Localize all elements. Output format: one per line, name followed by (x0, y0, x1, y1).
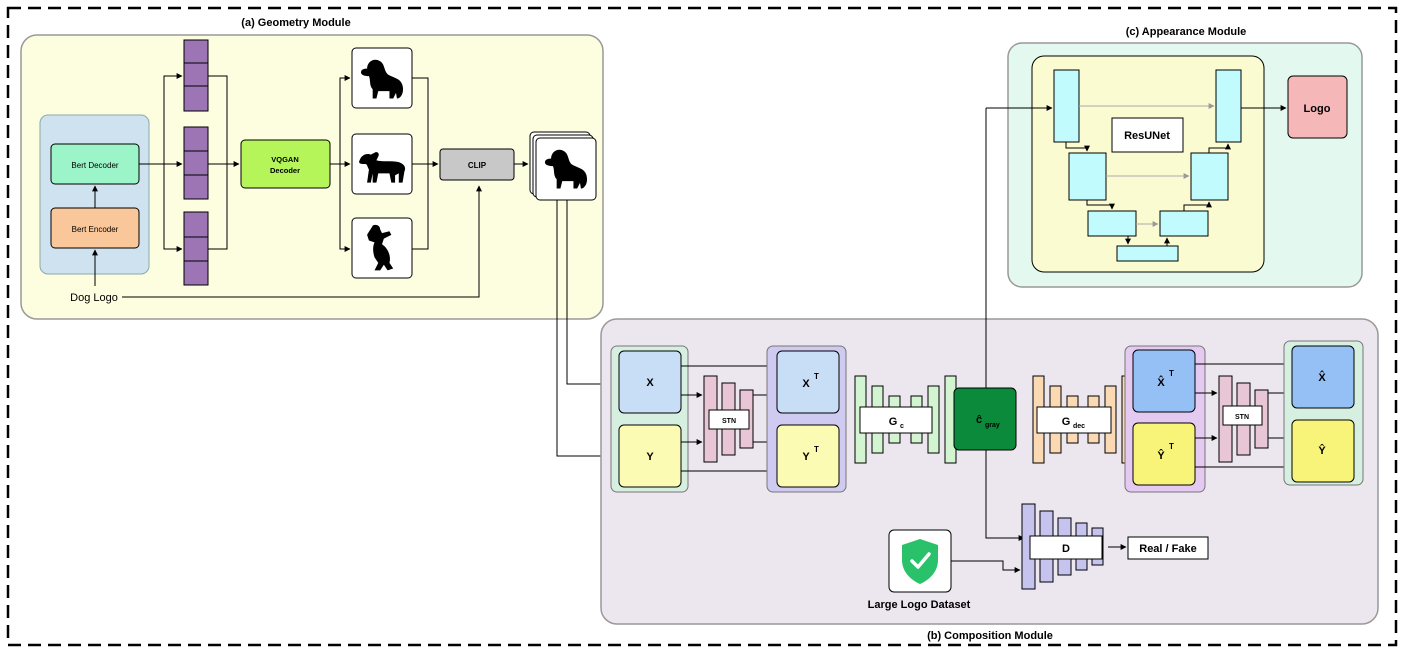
generated-dog-image-3 (351, 217, 413, 279)
y-box (618, 424, 682, 488)
xt-label: X (802, 378, 810, 390)
cgray-label: ĉ (976, 414, 982, 426)
realfake-label: Real / Fake (1139, 543, 1196, 555)
bert-decoder-label: Bert Decoder (71, 161, 118, 170)
gdec-sub: dec (1073, 423, 1085, 430)
xhat-t-box (1132, 349, 1196, 413)
realfake-box (1127, 536, 1209, 560)
yt-box (776, 424, 840, 488)
token-stack-3 (183, 211, 209, 286)
resunet-label: ResUNet (1124, 130, 1170, 142)
xhat-label: X̂ (1318, 371, 1326, 384)
xhat-box (1291, 345, 1355, 409)
resunet-label-box (1111, 117, 1184, 153)
y-label: Y (646, 451, 654, 463)
shield-icon (902, 539, 938, 584)
stn-right-box (1222, 405, 1263, 426)
yhat-t-box (1132, 422, 1196, 486)
disc-label: D (1062, 543, 1070, 555)
outer-frame (6, 6, 1398, 647)
vqgan-label-line1: VQGAN (271, 155, 299, 164)
gdec-label: G (1062, 416, 1071, 428)
vqgan-label-line2: Decoder (270, 166, 300, 175)
xt-sup: T (814, 372, 819, 381)
gdec-box (1036, 406, 1112, 434)
gc-box (859, 406, 933, 434)
yhat-box (1291, 419, 1355, 483)
check-icon (910, 552, 931, 569)
dataset-label: Large Logo Dataset (868, 599, 971, 611)
selected-to-x-arrow (566, 200, 608, 387)
up-arrow-2 (1183, 201, 1212, 211)
yhat-t-sup: T (1169, 442, 1174, 451)
resunet-dec-block-2 (1190, 152, 1229, 201)
disc-box (1029, 535, 1103, 560)
decoder-to-token3-arrow (163, 164, 183, 252)
x-label: X (646, 377, 654, 389)
xhat-t-label: X̂ (1157, 376, 1165, 389)
stn-left-label: STN (722, 418, 736, 425)
selected-to-y-arrow (556, 200, 608, 459)
dog-logo-label: Dog Logo (70, 292, 118, 304)
cgray-to-disc-arrow (985, 450, 1025, 541)
selected-dog-image-stack (529, 131, 597, 201)
token-stack-2 (183, 126, 209, 200)
composition-module-title: (b) Composition Module (927, 630, 1053, 642)
yhat-label: Ŷ (1318, 444, 1326, 457)
yhat-t-label: Ŷ (1157, 449, 1165, 462)
bert-encoder-label: Bert Encoder (72, 225, 119, 234)
xhat-t-sup: T (1169, 369, 1174, 378)
logo-output-box (1287, 75, 1348, 139)
up-arrow-3 (1208, 143, 1231, 153)
logo-output-label: Logo (1304, 103, 1331, 115)
clip-label: CLIP (468, 161, 487, 170)
stn-left-box (708, 409, 750, 430)
resunet-dec-block-1 (1215, 69, 1242, 143)
vqgan-to-dog1-arrow (339, 75, 351, 164)
decoder-to-token1-arrow (163, 73, 183, 164)
generated-dog-image-2 (351, 133, 413, 195)
yt-sup: T (814, 445, 819, 454)
gc-label: G (889, 416, 898, 428)
stn-right-label: STN (1235, 414, 1249, 421)
down-arrow-2 (1086, 200, 1115, 210)
x-box (618, 350, 682, 414)
gc-sub: c (900, 423, 904, 430)
vqgan-decoder-box (240, 139, 331, 189)
vqgan-to-dog3-arrow (339, 164, 351, 252)
cgray-box (953, 387, 1017, 451)
geometry-module-title: (a) Geometry Module (241, 17, 350, 29)
resunet-dec-block-3 (1159, 210, 1209, 237)
yt-label: Y (802, 451, 810, 463)
down-arrow-1 (1065, 142, 1090, 152)
xt-box (776, 350, 840, 414)
appearance-module-title: (c) Appearance Module (1126, 26, 1247, 38)
token-merge-line (208, 75, 228, 250)
dog-logo-to-clip-arrow (122, 185, 482, 298)
generated-dog-image-1 (351, 47, 413, 109)
resunet-enc-block-3 (1087, 210, 1137, 237)
resunet-enc-block-1 (1053, 69, 1080, 143)
dataset-icon (888, 529, 952, 593)
cgray-sub: gray (985, 422, 1000, 429)
resunet-enc-block-2 (1068, 152, 1107, 201)
token-stack-1 (183, 39, 209, 112)
resunet-bottleneck (1116, 245, 1179, 262)
dataset-to-disc-arrow (951, 560, 1021, 573)
